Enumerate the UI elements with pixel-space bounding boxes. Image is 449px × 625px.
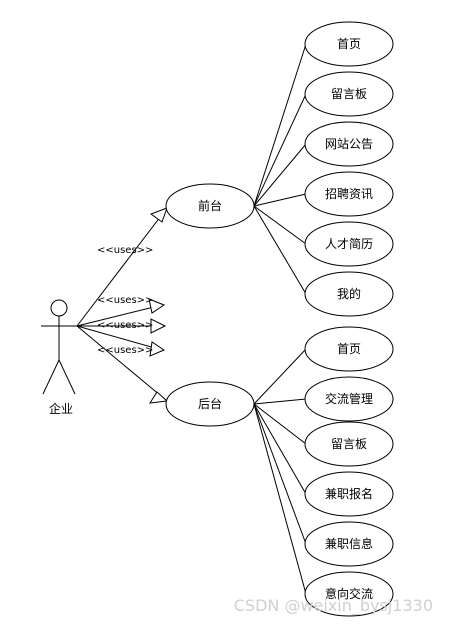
arrowhead-backend	[149, 391, 169, 404]
association-mid-1	[76, 304, 163, 327]
frontend-use-cases: 首页 留言板 网站公告 招聘资讯 人才简历 我的	[304, 21, 394, 317]
backend-link-3	[253, 403, 307, 445]
use-case-label: 网站公告	[325, 137, 373, 151]
backend-links	[253, 348, 307, 595]
use-case-label: 留言板	[331, 87, 367, 101]
use-case-label: 人才简历	[325, 237, 373, 251]
use-case-ellipse	[304, 571, 394, 617]
backend-use-cases: 首页 交流管理 留言板 兼职报名 兼职信息 意向交流	[304, 326, 394, 617]
arrowhead-frontend	[149, 207, 168, 223]
association-backend	[76, 325, 168, 402]
use-case-label: 意向交流	[325, 586, 373, 601]
use-case-ellipse	[304, 376, 394, 422]
frontend-label: 前台	[198, 198, 222, 213]
use-case: 留言板	[304, 71, 394, 117]
use-case-ellipse	[304, 121, 394, 167]
actor	[41, 299, 77, 395]
uses-label-1: <<uses>>	[97, 245, 153, 256]
uses-labels: <<uses>> <<uses>> <<uses>> <<uses>>	[97, 245, 153, 356]
use-case-label: 兼职报名	[325, 486, 373, 501]
use-case: 招聘资讯	[304, 171, 394, 217]
backend-label: 后台	[198, 396, 222, 411]
actor-name: 企业	[49, 401, 73, 416]
use-case-ellipse	[304, 171, 394, 217]
actor-head	[50, 299, 68, 317]
use-case-label: 我的	[337, 286, 361, 301]
use-case-ellipse	[304, 471, 394, 517]
frontend-links	[253, 43, 307, 295]
arrowheads	[148, 207, 169, 404]
frontend-link-5	[253, 205, 307, 245]
association-mid-3	[76, 325, 163, 351]
use-case: 首页	[304, 326, 394, 372]
backend-ellipse	[165, 381, 255, 427]
frontend-link-3	[253, 143, 307, 207]
use-case-label: 兼职信息	[325, 536, 373, 551]
arrowhead-mid-2	[150, 318, 167, 334]
use-case-label: 招聘资讯	[325, 187, 373, 201]
use-case: 首页	[304, 21, 394, 67]
use-case-label: 交流管理	[325, 391, 373, 406]
backend-node: 后台	[165, 381, 255, 427]
use-case-ellipse	[304, 71, 394, 117]
backend-link-4	[253, 403, 307, 495]
use-case: 交流管理	[304, 376, 394, 422]
actor-associations	[76, 207, 168, 402]
use-case-ellipse	[304, 221, 394, 267]
backend-link-6	[253, 403, 307, 595]
arrowhead-mid-1	[148, 298, 166, 314]
use-case: 留言板	[304, 421, 394, 467]
use-case-label: 留言板	[331, 437, 367, 451]
use-case: 网站公告	[304, 121, 394, 167]
use-case-label: 首页	[337, 342, 361, 356]
actor-right-leg	[58, 359, 76, 395]
frontend-node: 前台	[165, 183, 255, 229]
uses-label-4: <<uses>>	[97, 345, 153, 356]
use-case: 兼职报名	[304, 471, 394, 517]
use-case-label: 首页	[337, 37, 361, 51]
frontend-link-1	[253, 43, 307, 207]
use-case: 兼职信息	[304, 521, 394, 567]
use-case: 意向交流	[304, 571, 394, 617]
frontend-ellipse	[165, 183, 255, 229]
arrowhead-mid-3	[149, 341, 166, 357]
actor-left-leg	[42, 359, 60, 395]
use-case-ellipse	[304, 421, 394, 467]
watermark: CSDN @weixin_bysj1330	[234, 596, 433, 616]
frontend-link-4	[253, 193, 307, 207]
backend-link-5	[253, 403, 307, 545]
frontend-link-2	[253, 93, 307, 207]
backend-link-2	[253, 398, 307, 405]
association-frontend	[76, 207, 168, 327]
use-case-ellipse	[304, 271, 394, 317]
use-case-ellipse	[304, 326, 394, 372]
uses-label-2: <<uses>>	[97, 295, 153, 306]
use-case: 人才简历	[304, 221, 394, 267]
use-case: 我的	[304, 271, 394, 317]
use-case-ellipse	[304, 21, 394, 67]
use-case-ellipse	[304, 521, 394, 567]
frontend-link-6	[253, 205, 307, 295]
uses-label-3: <<uses>>	[97, 320, 153, 331]
backend-link-1	[253, 348, 307, 405]
